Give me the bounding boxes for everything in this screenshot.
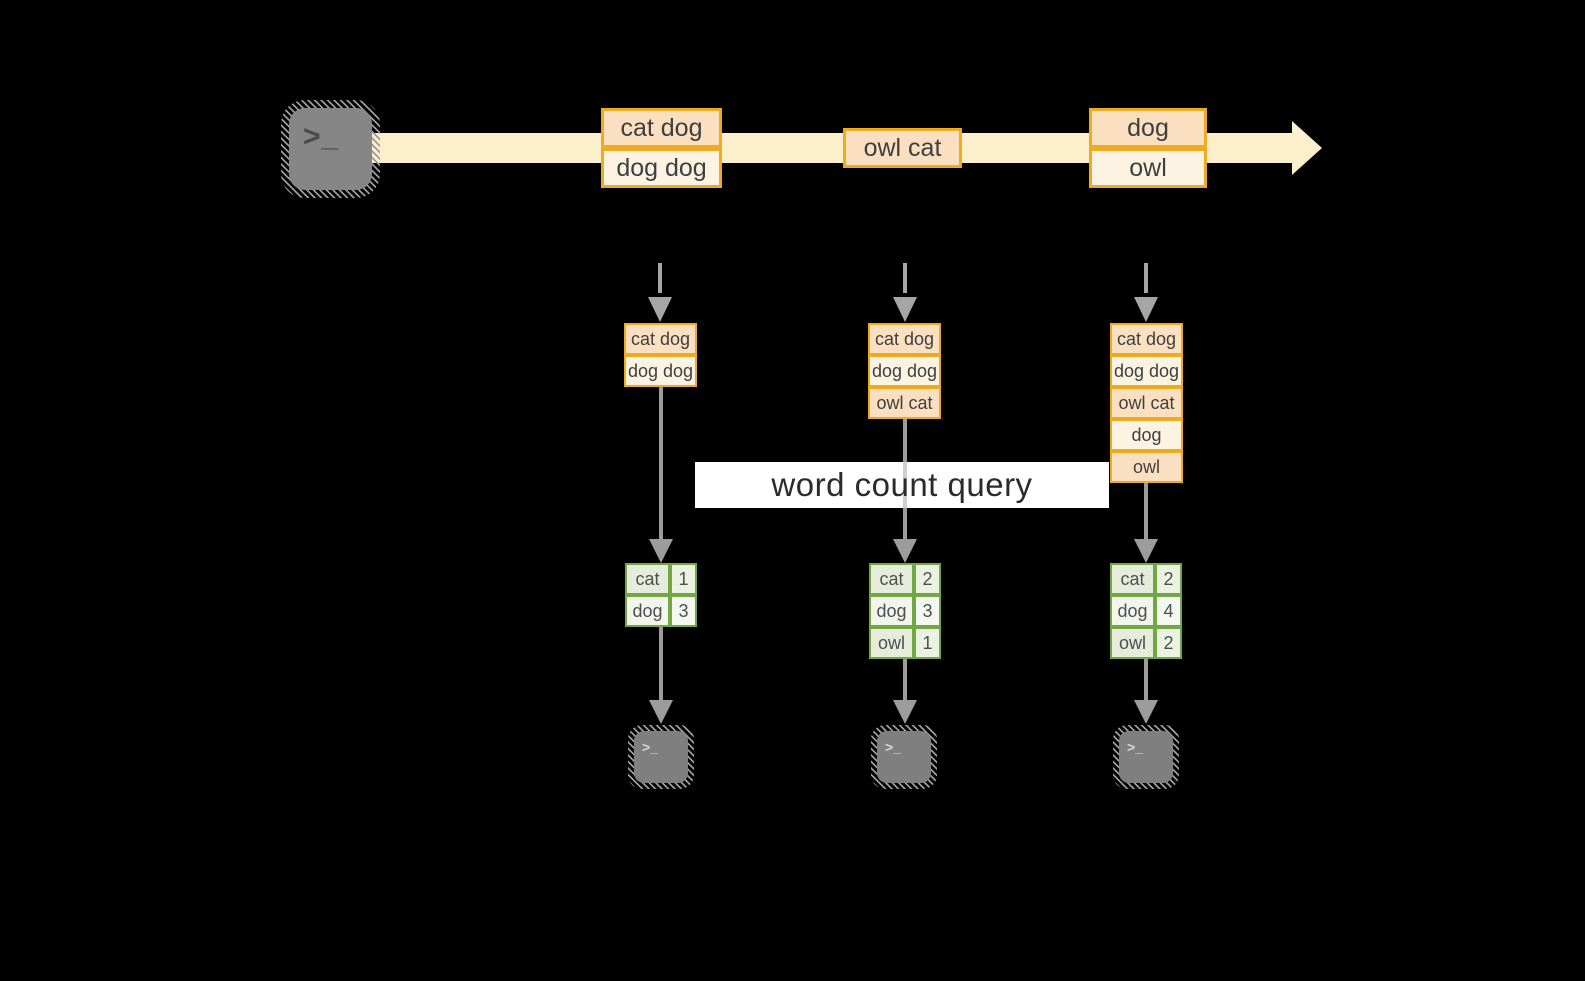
result-row: owl 1 xyxy=(869,627,941,659)
result-table: cat 2 dog 4 owl 2 xyxy=(1110,563,1182,659)
result-count-cell: 2 xyxy=(1155,627,1182,659)
result-count-cell: 2 xyxy=(914,563,941,595)
stream-event: cat dog dog dog xyxy=(601,108,722,188)
terminal-prompt-glyph: >_ xyxy=(642,739,658,755)
terminal-icon: >_ xyxy=(281,100,380,198)
trigger-arrow-shaft xyxy=(658,263,662,293)
terminal-icon-body: >_ xyxy=(634,731,688,783)
terminal-icon-body: >_ xyxy=(289,108,372,190)
result-row: owl 2 xyxy=(1110,627,1182,659)
terminal-icon-body: >_ xyxy=(877,731,931,783)
result-word-cell: owl xyxy=(869,627,914,659)
output-arrow-shaft xyxy=(1144,659,1148,701)
stream-event-line: owl xyxy=(1089,148,1207,188)
query-arrow-shaft xyxy=(1144,483,1148,541)
result-word-cell: cat xyxy=(869,563,914,595)
input-row: owl cat xyxy=(868,387,941,419)
input-row: dog dog xyxy=(1110,355,1183,387)
result-word-cell: dog xyxy=(869,595,914,627)
trigger-arrow-shaft xyxy=(903,263,907,293)
trigger-arrow-head xyxy=(893,297,917,322)
result-row: dog 3 xyxy=(625,595,697,627)
result-count-cell: 1 xyxy=(670,563,697,595)
input-row: cat dog xyxy=(868,323,941,355)
trigger-arrow-head xyxy=(648,297,672,322)
query-arrow-head xyxy=(893,539,917,563)
input-row: dog xyxy=(1110,419,1183,451)
result-word-cell: cat xyxy=(1110,563,1155,595)
input-row: owl cat xyxy=(1110,387,1183,419)
terminal-prompt-glyph: >_ xyxy=(303,120,340,153)
output-arrow-head xyxy=(1134,700,1158,724)
result-count-cell: 3 xyxy=(914,595,941,627)
result-word-cell: dog xyxy=(1110,595,1155,627)
stream-event-line: dog dog xyxy=(601,148,722,188)
result-row: cat 2 xyxy=(869,563,941,595)
terminal-icon: >_ xyxy=(871,725,937,789)
result-count-cell: 2 xyxy=(1155,563,1182,595)
result-word-cell: cat xyxy=(625,563,670,595)
query-banner-label: word count query xyxy=(771,466,1033,503)
query-banner xyxy=(695,462,1109,508)
result-row: cat 2 xyxy=(1110,563,1182,595)
output-arrow-shaft xyxy=(903,659,907,701)
stream-event: dog owl xyxy=(1089,108,1207,188)
result-word-cell: dog xyxy=(625,595,670,627)
query-arrow-shaft xyxy=(659,387,663,541)
input-table: cat dog dog dog owl cat xyxy=(868,323,941,419)
stream-arrow-head xyxy=(1292,121,1322,175)
result-table: cat 2 dog 3 owl 1 xyxy=(869,563,941,659)
query-arrow-through-banner xyxy=(903,462,907,508)
result-row: dog 3 xyxy=(869,595,941,627)
result-row: cat 1 xyxy=(625,563,697,595)
output-arrow-head xyxy=(649,700,673,724)
result-count-cell: 1 xyxy=(914,627,941,659)
input-row: cat dog xyxy=(624,323,697,355)
terminal-prompt-glyph: >_ xyxy=(1127,739,1143,755)
result-count-cell: 3 xyxy=(670,595,697,627)
stream-event-line: dog xyxy=(1089,108,1207,148)
result-count-cell: 4 xyxy=(1155,595,1182,627)
trigger-arrow-head xyxy=(1134,297,1158,322)
result-word-cell: owl xyxy=(1110,627,1155,659)
input-row: cat dog xyxy=(1110,323,1183,355)
stream-event-line: owl cat xyxy=(843,128,962,168)
input-row: owl xyxy=(1110,451,1183,483)
input-row: dog dog xyxy=(624,355,697,387)
terminal-icon-body: >_ xyxy=(1119,731,1173,783)
terminal-prompt-glyph: >_ xyxy=(885,739,901,755)
result-table: cat 1 dog 3 xyxy=(625,563,697,627)
stream-event-line: cat dog xyxy=(601,108,722,148)
input-row: dog dog xyxy=(868,355,941,387)
result-row: dog 4 xyxy=(1110,595,1182,627)
query-arrow-head xyxy=(1134,539,1158,563)
terminal-icon: >_ xyxy=(1113,725,1179,789)
query-arrow-head xyxy=(649,539,673,563)
terminal-icon: >_ xyxy=(628,725,694,789)
output-arrow-head xyxy=(893,700,917,724)
input-table: cat dog dog dog xyxy=(624,323,697,387)
trigger-arrow-shaft xyxy=(1144,263,1148,293)
stream-event: owl cat xyxy=(843,128,962,168)
input-table: cat dog dog dog owl cat dog owl xyxy=(1110,323,1183,483)
output-arrow-shaft xyxy=(659,627,663,701)
